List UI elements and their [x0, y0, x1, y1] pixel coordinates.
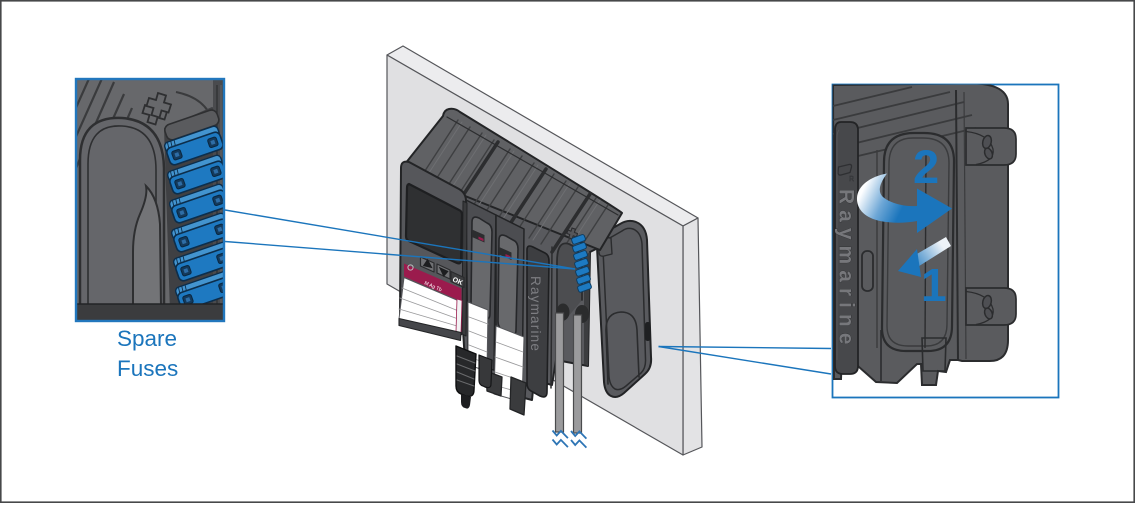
svg-text:Spare: Spare [117, 326, 177, 351]
svg-text:Raymarine: Raymarine [528, 276, 543, 352]
svg-text:R: R [849, 176, 854, 183]
svg-text:1: 1 [921, 259, 947, 311]
svg-text:OK: OK [451, 276, 463, 287]
svg-text:Raymarine: Raymarine [835, 189, 858, 350]
svg-text:Fuses: Fuses [117, 356, 178, 381]
svg-text:2: 2 [913, 140, 939, 193]
